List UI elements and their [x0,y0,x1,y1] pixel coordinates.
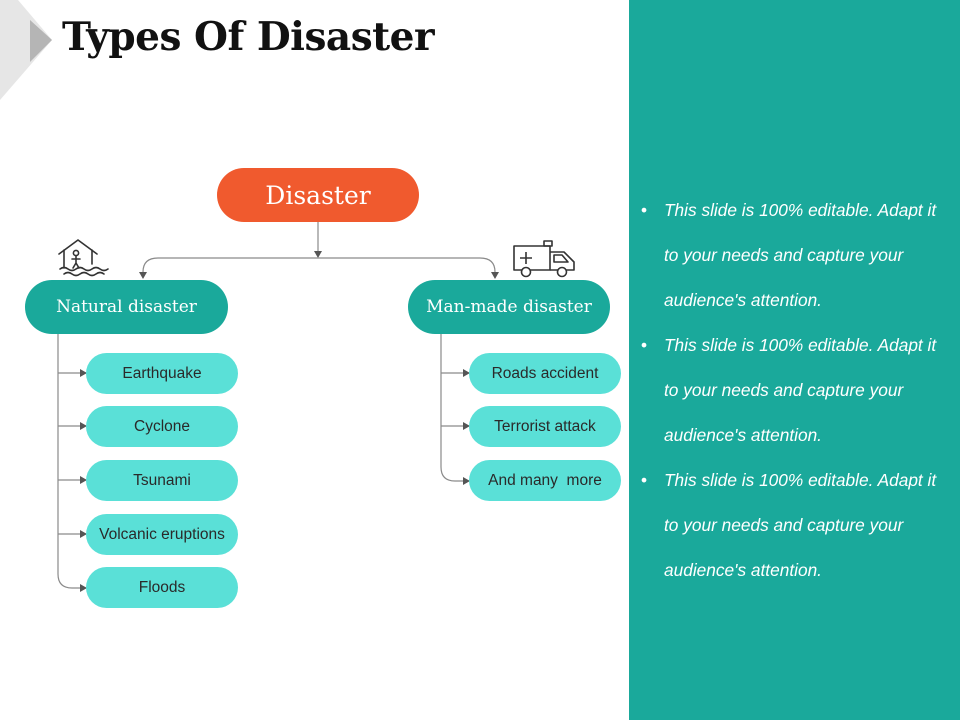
bullet-item: This slide is 100% editable. Adapt it to… [641,188,953,323]
flooded-house-icon [58,239,109,277]
leaf-cyclone: Cyclone [86,406,238,447]
man-made-disaster-node: Man-made disaster [408,280,610,334]
leaf-tsunami: Tsunami [86,460,238,501]
disaster-root-node: Disaster [217,168,419,222]
leaf-floods: Floods [86,567,238,608]
natural-disaster-node: Natural disaster [25,280,228,334]
bullet-list: This slide is 100% editable. Adapt it to… [641,188,953,593]
leaf-volcanic-eruptions: Volcanic eruptions [86,514,238,555]
ambulance-icon [513,240,575,278]
leaf-and-many-more: And many more [469,460,621,501]
connector-lines [57,222,499,592]
bullet-item: This slide is 100% editable. Adapt it to… [641,458,953,593]
leaf-earthquake: Earthquake [86,353,238,394]
leaf-roads-accident: Roads accident [469,353,621,394]
corner-chevron-decoration [0,0,52,100]
page-title: Types Of Disaster [62,14,435,60]
leaf-terrorist-attack: Terrorist attack [469,406,621,447]
bullet-item: This slide is 100% editable. Adapt it to… [641,323,953,458]
